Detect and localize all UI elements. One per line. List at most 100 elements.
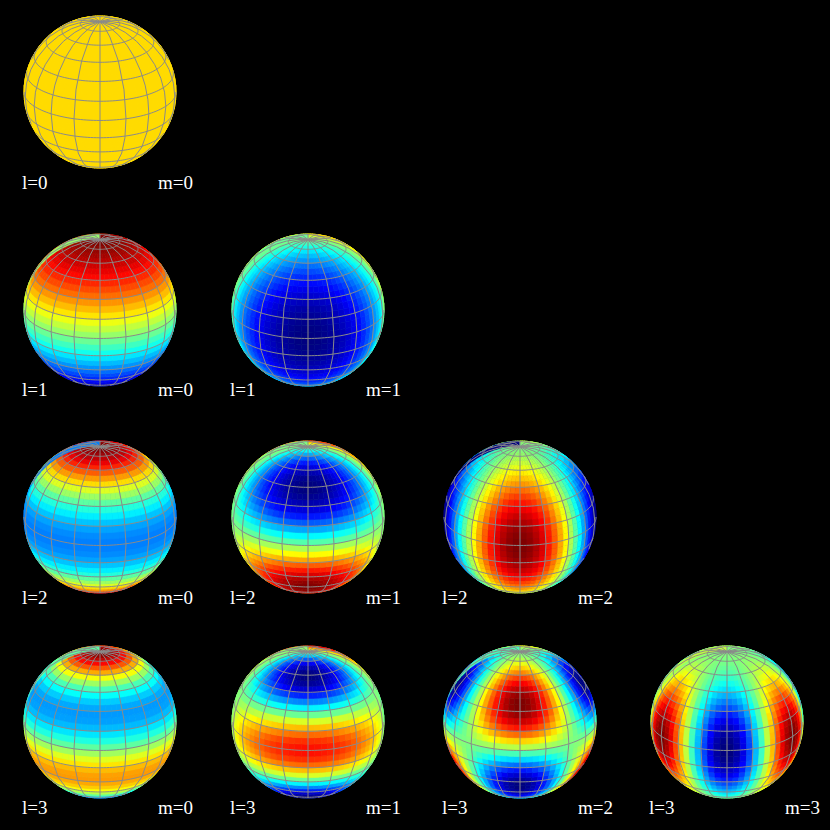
- sphere-cell: [100, 108, 107, 115]
- sphere-cell: [82, 142, 89, 147]
- sphere-cell: [82, 360, 89, 365]
- sphere-cell: [107, 126, 114, 132]
- sphere-cell: [100, 101, 107, 108]
- sphere-cell: [92, 50, 97, 56]
- sphere-cell: [93, 120, 100, 126]
- sphere-cell: [81, 100, 88, 107]
- sphere-cell: [106, 88, 112, 95]
- sphere-cell: [80, 338, 87, 345]
- sphere-cell: [100, 132, 107, 138]
- sphere-cell: [94, 88, 100, 95]
- sphere-cell: [90, 62, 95, 68]
- sphere-cell: [89, 373, 95, 377]
- sphere-cell: [100, 88, 106, 95]
- sphere-cell: [95, 68, 100, 74]
- sphere-cell: [81, 94, 88, 101]
- sphere-cell: [91, 56, 96, 62]
- sphere-cell: [100, 126, 107, 132]
- sphere-cell: [82, 305, 89, 312]
- sphere-cell: [100, 147, 106, 151]
- sphere-cell: [87, 312, 94, 319]
- sphere-cell: [100, 68, 105, 74]
- sphere-cell: [68, 323, 74, 330]
- sphere-cell: [95, 56, 100, 62]
- sphere-cell: [93, 101, 100, 108]
- sphere-cell: [80, 107, 87, 114]
- sphere-cell: [80, 113, 87, 120]
- sphere-cell: [107, 114, 114, 121]
- sphere-cell: [88, 306, 94, 313]
- sphere-cell: [113, 126, 120, 132]
- sphere-cell: [88, 360, 94, 365]
- sphere-cell: [94, 75, 100, 82]
- sphere-cell: [100, 62, 105, 68]
- sphere-cell: [80, 126, 87, 132]
- sphere-cell: [106, 142, 112, 147]
- sphere-cell: [88, 299, 94, 306]
- sphere-cell: [80, 325, 87, 332]
- sphere-cell: [106, 132, 113, 138]
- sphere-cell: [88, 142, 94, 147]
- sphere-cell: [87, 107, 94, 114]
- sphere-cell: [89, 293, 95, 300]
- sphere-cell: [107, 107, 114, 114]
- sphere-cell: [100, 56, 105, 62]
- sphere-cell: [100, 81, 106, 88]
- sphere-cell: [87, 120, 94, 126]
- sphere-cell: [94, 81, 100, 88]
- sphere-cell: [100, 114, 107, 120]
- sphere-cell: [113, 107, 120, 114]
- sphere-cell: [106, 101, 113, 108]
- sphere-cell: [100, 143, 106, 148]
- sphere-cell: [94, 95, 100, 102]
- harmonic-sphere: [24, 234, 176, 386]
- sphere-cell: [100, 138, 106, 143]
- sphere-cell: [87, 126, 94, 132]
- sphere-cell: [87, 332, 94, 339]
- sphere-cell: [87, 319, 94, 326]
- sphere-cell: [93, 132, 100, 138]
- sphere-cell: [100, 156, 105, 159]
- sphere-cell: [112, 142, 119, 147]
- sphere-cell: [106, 94, 113, 101]
- sphere-cell: [87, 101, 94, 108]
- sphere-cell: [96, 45, 100, 50]
- sphere-cell: [87, 355, 94, 360]
- sphere-cell: [95, 156, 100, 159]
- sphere-cell: [89, 68, 95, 75]
- sphere-cell: [80, 344, 87, 350]
- sphere-cell: [94, 138, 100, 143]
- sphere-cell: [88, 81, 94, 88]
- sphere-cell: [105, 75, 111, 82]
- sphere-cell: [126, 105, 132, 112]
- sphere-cell: [100, 152, 106, 156]
- sphere-cell: [84, 286, 90, 293]
- harmonic-sphere: [24, 16, 176, 168]
- sphere-cell: [68, 105, 74, 112]
- sphere-cell: [84, 68, 90, 75]
- sphere-cell: [89, 75, 95, 82]
- sphere-cell: [94, 147, 100, 151]
- sphere-cell: [93, 126, 100, 132]
- sphere-cell: [96, 51, 100, 57]
- sphere-cell: [93, 108, 100, 115]
- sphere-cell: [83, 292, 89, 299]
- sphere-cell: [106, 137, 113, 142]
- sphere-cell: [89, 286, 95, 293]
- sphere-cell: [113, 100, 120, 107]
- sphere-cell: [88, 88, 94, 95]
- sphere-cell: [87, 338, 94, 344]
- sphere-cell: [82, 81, 88, 88]
- sphere-cell: [87, 325, 94, 332]
- sphere-cell: [82, 87, 89, 94]
- sphere-cell: [100, 95, 106, 102]
- sphere-cell: [82, 299, 88, 306]
- sphere-cell: [112, 87, 119, 94]
- sphere-cell: [89, 155, 95, 159]
- sphere-cell: [87, 350, 94, 356]
- sphere-cell: [95, 62, 100, 68]
- sphere-cell: [106, 81, 112, 88]
- sphere-cell: [94, 152, 100, 156]
